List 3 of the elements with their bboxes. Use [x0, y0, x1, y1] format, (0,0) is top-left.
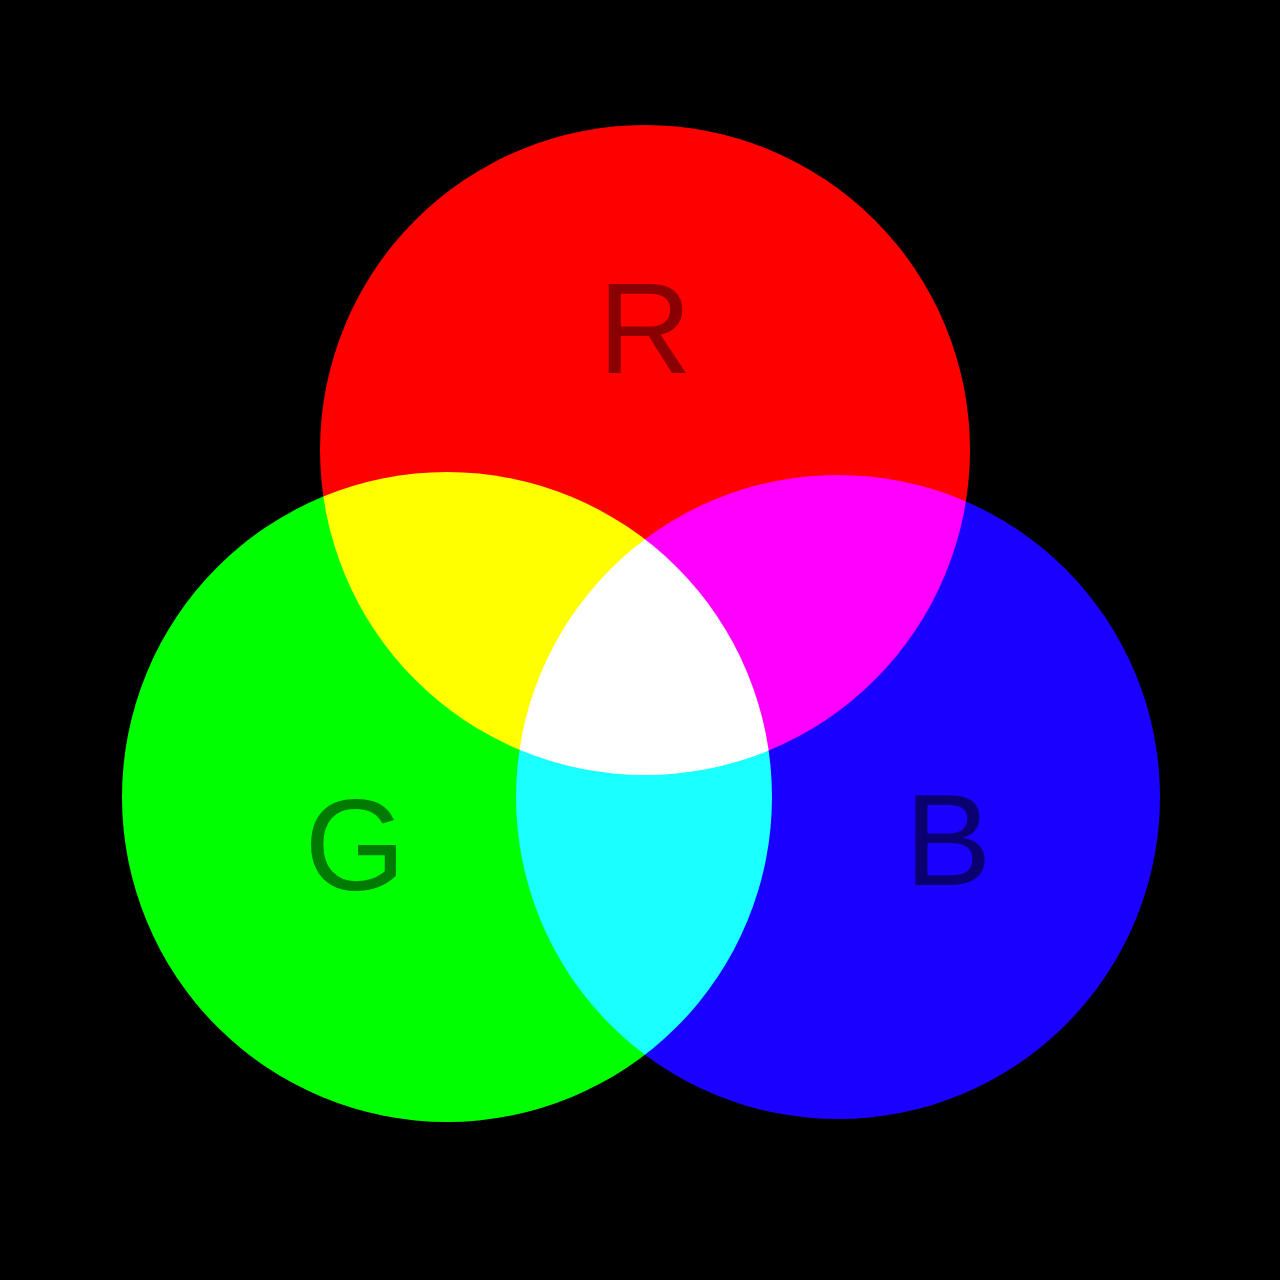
circle-label: R: [598, 263, 692, 393]
circle-label: G: [304, 780, 406, 910]
circle-label: B: [904, 775, 992, 905]
